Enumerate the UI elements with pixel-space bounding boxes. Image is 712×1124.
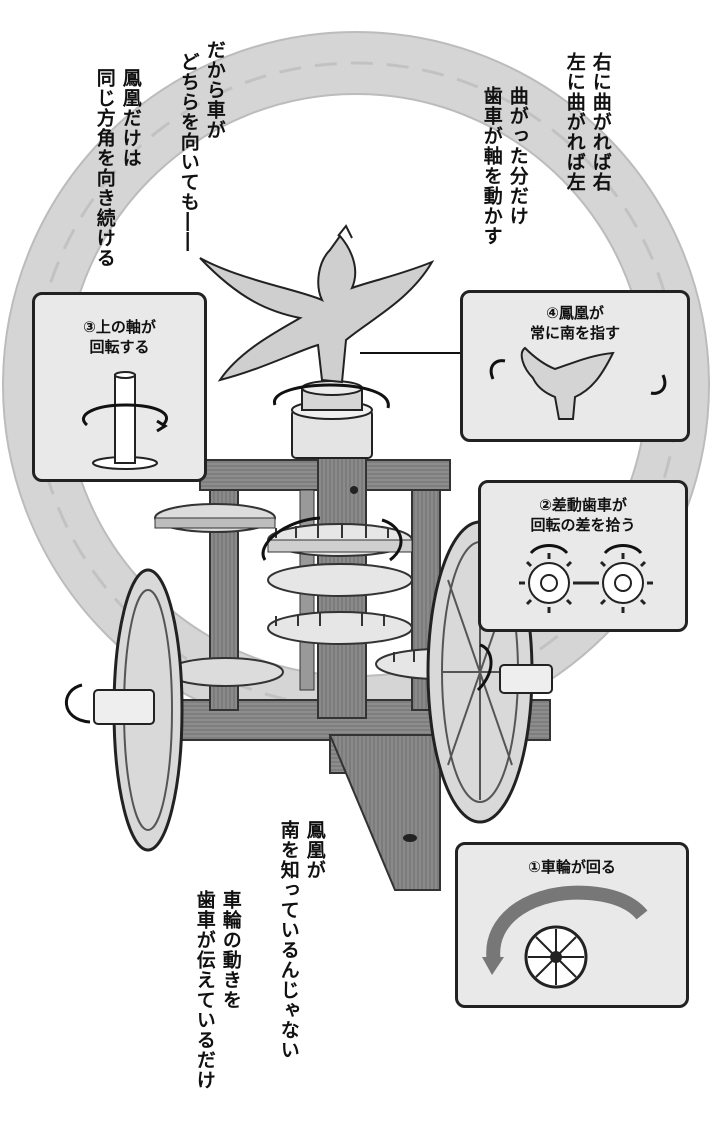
- narration-line-7: 鳳凰だけは: [119, 68, 142, 168]
- phoenix-icon: [199, 224, 435, 459]
- gear-icon: [519, 544, 653, 613]
- narration-line-8: 同じ方角を向き続ける: [93, 68, 116, 268]
- axis-rotation-panel: ③上の軸が 回転する: [32, 292, 207, 482]
- rotation-arrow-icon: [65, 383, 493, 724]
- narration-line-2: 左に曲がれば左: [563, 52, 586, 192]
- rotation-arrow-icon: [529, 544, 569, 555]
- narration-line-6: どちらを向いても――: [177, 52, 200, 252]
- phoenix-panel-title: ④鳳凰が 常に南を指す: [529, 304, 620, 343]
- narration-line-4: 歯車が軸を動かす: [480, 86, 503, 246]
- bottom-narration-line-3: 車輪の動きを: [219, 890, 242, 1010]
- axis-icon: [82, 371, 168, 470]
- wheel-icon: [482, 885, 648, 989]
- bottom-narration-line-1: 鳳凰が: [303, 820, 326, 880]
- wheel-panel-title: ①車輪が回る: [528, 858, 616, 876]
- bottom-narration-line-2: 南を知っているんじゃない: [277, 820, 300, 1060]
- rotation-arrow-icon: [603, 544, 643, 555]
- rotation-arrow-icon: [489, 359, 506, 380]
- rotation-arrow-icon: [486, 885, 648, 965]
- narration-line-3: 曲がった分だけ: [506, 86, 529, 226]
- rotation-arrow-icon: [650, 374, 667, 395]
- phoenix-south-panel: ④鳳凰が 常に南を指す: [460, 290, 690, 442]
- differential-gear-panel: ②差動歯車が 回転の差を拾う: [478, 480, 688, 632]
- rotation-arrow-icon: [82, 403, 168, 427]
- phoenix-icon: [489, 346, 667, 420]
- narration-line-1: 右に曲がれば右: [589, 52, 612, 192]
- narration-line-5: だから車が: [203, 40, 226, 140]
- axis-panel-title: ③上の軸が 回転する: [83, 318, 156, 357]
- differential-panel-title: ②差動歯車が 回転の差を拾う: [530, 496, 636, 535]
- wheel-turn-panel: ①車輪が回る: [455, 842, 689, 1008]
- bottom-narration-line-4: 歯車が伝えているだけ: [193, 890, 216, 1090]
